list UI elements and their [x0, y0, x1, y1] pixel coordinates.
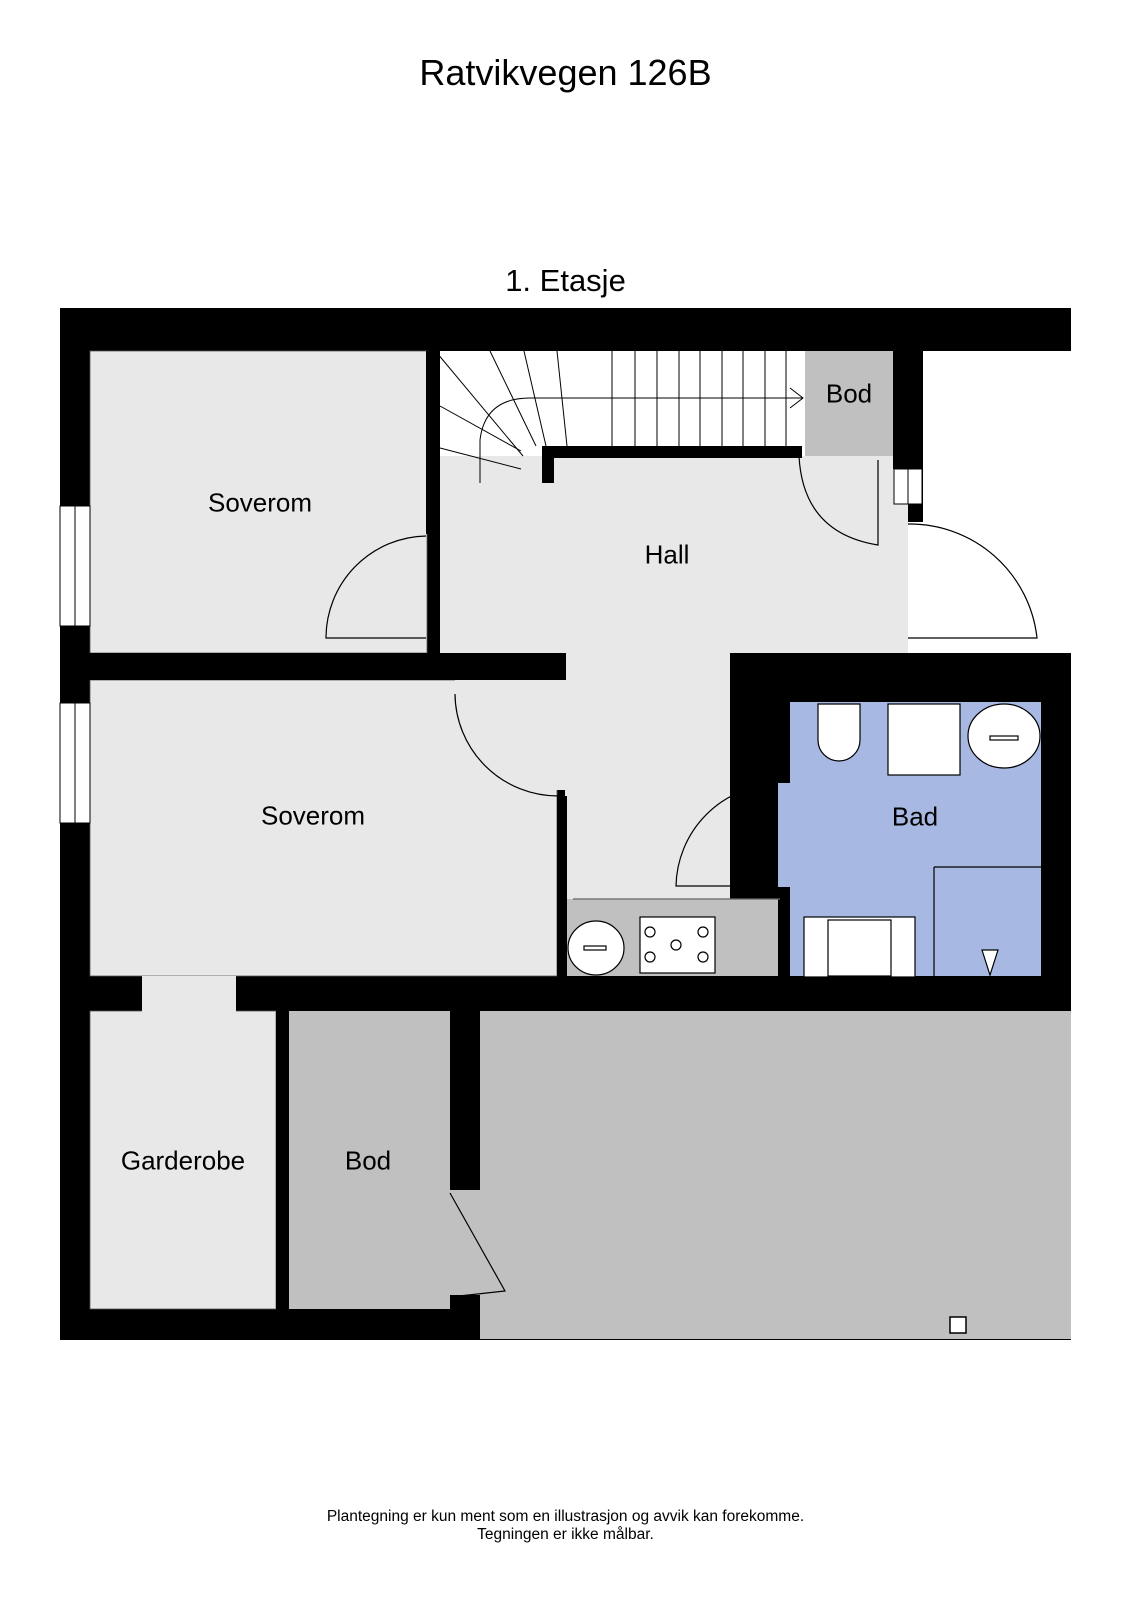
- drain-icon: [949, 1316, 967, 1334]
- room-label-hall: Hall: [644, 539, 690, 570]
- room-label-soverom-2: Soverom: [260, 800, 366, 831]
- laundry-fixtures: [567, 898, 780, 976]
- cabinet-icon: [887, 703, 961, 776]
- disclaimer-line-2: Tegningen er ikke målbar.: [477, 1526, 654, 1543]
- disclaimer: Plantegning er kun ment som en illustras…: [0, 1508, 1131, 1544]
- bathroom-fixtures: [803, 703, 1041, 978]
- room-label-bod-bottom: Bod: [344, 1145, 392, 1176]
- room-bod-bottom: [289, 1011, 450, 1309]
- entrance-outside: [923, 351, 1071, 653]
- garderobe-opening: [142, 976, 236, 1012]
- door-swings: [325, 455, 1038, 1298]
- floor-title: 1. Etasje: [505, 263, 626, 298]
- hall-corridor: [565, 653, 730, 899]
- stair-treads: [436, 350, 804, 483]
- disclaimer-line-1: Plantegning er kun ment som en illustras…: [326, 1508, 805, 1525]
- room-label-soverom-1: Soverom: [207, 487, 313, 518]
- room-label-bod-top: Bod: [825, 378, 873, 409]
- page-title: Ratvikvegen 126B: [419, 52, 712, 93]
- room-label-garderobe: Garderobe: [120, 1145, 246, 1176]
- shower-icon: [981, 949, 999, 977]
- room-garderobe: [89, 1010, 277, 1310]
- room-label-bad: Bad: [891, 801, 939, 832]
- large-storage-area: [480, 1011, 1071, 1339]
- toilet-icon: [817, 703, 861, 762]
- room-bod-top: [805, 351, 893, 456]
